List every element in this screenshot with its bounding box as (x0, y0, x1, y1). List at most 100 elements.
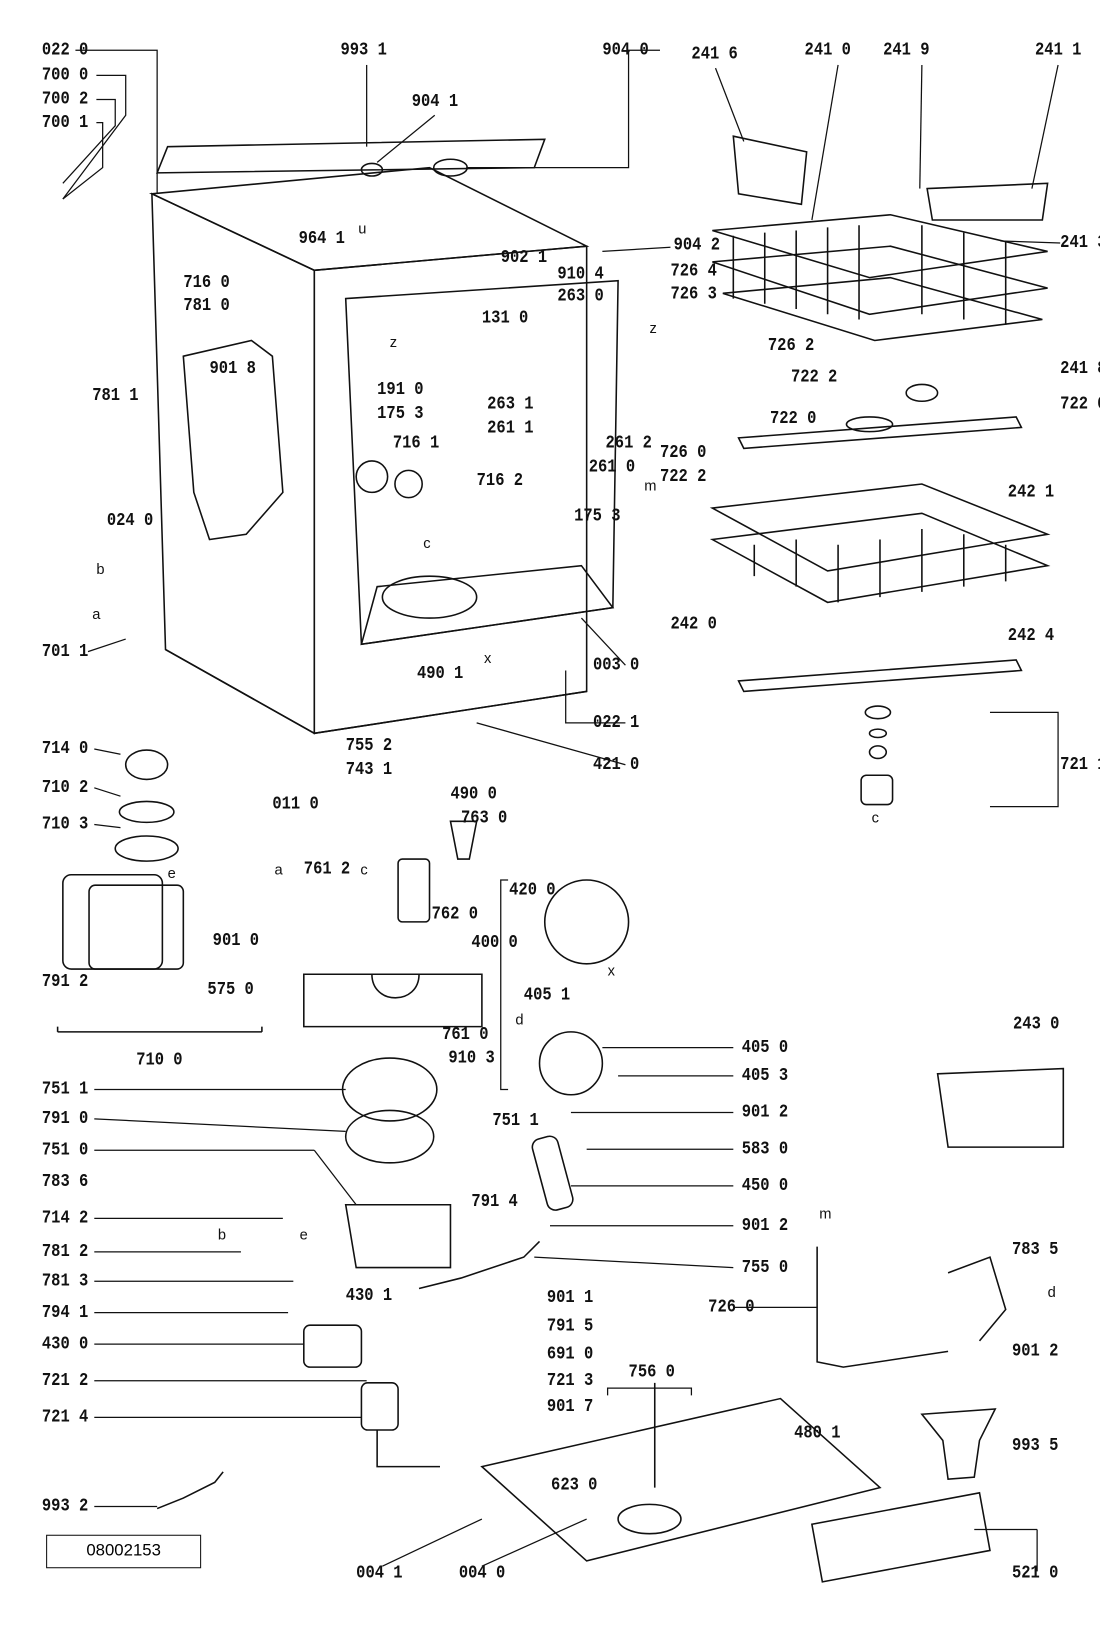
sump-gasket-part (341, 1057, 438, 1122)
part-number-label: 241 6 (691, 43, 738, 65)
part-number-label: 762 0 (431, 904, 479, 926)
part-number-label: 755 2 (345, 735, 393, 757)
part-number-label: 004 1 (356, 1563, 403, 1584)
funnel-part (920, 1408, 997, 1481)
part-number-label: 700 0 (41, 64, 89, 86)
part-number-label: 405 0 (741, 1037, 789, 1059)
part-number-label: 781 0 (183, 295, 230, 317)
part-number-label: 191 0 (377, 379, 424, 401)
part-number-label: 490 1 (416, 663, 464, 685)
part-number-label: 450 0 (741, 1175, 789, 1197)
reference-letter: d (515, 1010, 524, 1028)
part-number-label: 721 3 (546, 1370, 594, 1392)
part-number-label: 794 1 (41, 1302, 89, 1324)
part-number-label: 726 0 (659, 442, 707, 464)
part-number-label: 700 1 (41, 112, 89, 134)
part-number-label: 716 1 (392, 432, 440, 454)
part-number-label: 901 2 (1011, 1340, 1059, 1362)
part-number-label: 783 6 (41, 1171, 89, 1193)
part-number-label: 791 0 (41, 1108, 89, 1130)
part-number-label: 480 1 (794, 1422, 841, 1444)
heater-part (303, 973, 483, 1028)
part-number-label: 722 2 (790, 366, 838, 388)
reference-letter: c (423, 534, 431, 552)
part-number-label: 701 1 (41, 641, 89, 663)
part-number-label: 901 2 (741, 1215, 789, 1237)
part-number-label: 964 1 (298, 228, 345, 250)
part-number-label: 901 2 (741, 1102, 789, 1124)
part-number-label: 726 2 (767, 335, 815, 357)
part-number-label: 241 8 (1060, 358, 1100, 380)
part-number-label: 175 3 (377, 403, 424, 425)
part-number-label: 242 4 (1007, 625, 1055, 647)
reference-letter: m (819, 1204, 832, 1222)
base-plate-part (480, 1397, 882, 1562)
reference-letter: a (274, 861, 283, 878)
control-panel-part (810, 1491, 991, 1583)
part-number-label: 781 3 (41, 1270, 89, 1292)
part-number-label: 726 0 (708, 1296, 755, 1318)
part-number-label: 901 1 (546, 1287, 594, 1309)
upper-spray-arm-part (737, 416, 1023, 450)
part-number-label: 722 0 (769, 408, 817, 430)
cap-part (360, 162, 384, 177)
reference-letter: d (1047, 1283, 1056, 1301)
part-number-label: 263 1 (487, 393, 534, 415)
part-number-label: 993 5 (1011, 1435, 1059, 1457)
part-number-label: 710 2 (41, 777, 89, 799)
reference-letter: b (96, 560, 105, 578)
part-number-label: 003 0 (592, 654, 640, 676)
document-id: 08002153 (86, 1542, 161, 1560)
part-number-label: 421 0 (592, 754, 640, 776)
part-number-label: 242 0 (670, 613, 717, 635)
reference-letter: m (644, 476, 657, 494)
motor-part (543, 879, 630, 965)
part-number-label: 755 0 (741, 1257, 789, 1279)
part-number-label: 714 2 (41, 1207, 89, 1229)
reference-letter: c (871, 808, 879, 826)
part-number-label: 405 1 (523, 984, 571, 1006)
part-number-label: 721 1 (1060, 754, 1100, 776)
reference-letter: e (299, 1225, 308, 1243)
reference-letter: z (649, 319, 657, 337)
part-number-label: 721 4 (41, 1406, 89, 1428)
reference-letter: c (360, 861, 368, 878)
cabinet-frame-part (148, 166, 619, 735)
part-number-label: 583 0 (741, 1138, 789, 1160)
part-number-label: 901 7 (546, 1396, 594, 1418)
reference-letter: a (92, 605, 101, 623)
part-number-label: 011 0 (272, 794, 319, 816)
part-number-label: 761 0 (442, 1024, 489, 1046)
part-number-label: 781 2 (41, 1241, 89, 1263)
water-softener-part (62, 749, 185, 970)
reference-letter: u (358, 219, 367, 237)
part-number-label: 691 0 (546, 1344, 594, 1366)
part-number-label: 716 2 (476, 470, 524, 492)
part-number-label: 993 1 (340, 39, 387, 61)
part-number-label: 700 2 (41, 89, 89, 110)
part-number-label: 904 2 (673, 234, 721, 256)
lower-basket-part (709, 483, 1051, 604)
part-number-label: 261 0 (588, 456, 636, 478)
reference-letter: e (167, 864, 176, 882)
part-number-label: 751 0 (41, 1139, 89, 1161)
reference-letter: z (389, 333, 398, 350)
part-number-label: 783 5 (1011, 1239, 1059, 1261)
part-number-label: 904 1 (411, 91, 459, 113)
part-number-label: 791 2 (41, 971, 89, 993)
part-number-label: 781 1 (92, 385, 139, 407)
part-number-label: 175 3 (574, 505, 621, 527)
part-number-label: 993 2 (41, 1495, 89, 1517)
reference-letter: b (217, 1225, 227, 1243)
part-number-label: 243 0 (1013, 1014, 1060, 1036)
pump-part (538, 1031, 604, 1096)
part-number-label: 004 0 (458, 1563, 506, 1584)
part-number-label: 521 0 (1011, 1563, 1059, 1584)
part-number-label: 902 1 (500, 247, 548, 269)
part-number-label: 743 1 (345, 759, 393, 781)
leader-lines (62, 49, 1061, 1572)
part-number-label: 241 0 (804, 39, 851, 61)
part-number-label: 721 2 (41, 1370, 89, 1392)
upper-basket-part (712, 135, 1049, 342)
